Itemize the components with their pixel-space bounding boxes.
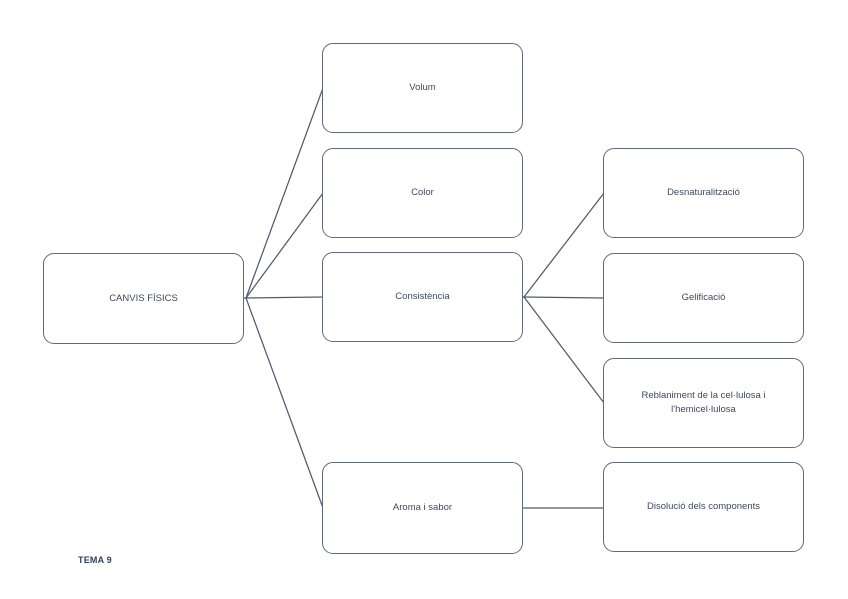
node-color: Color [322,148,523,238]
node-reblaniment: Reblaniment de la cel·lulosa i l'hemicel… [603,358,804,448]
node-gelificacio-label: Gelificació [681,292,726,304]
node-aroma-i-sabor: Aroma i sabor [322,462,523,554]
node-desnaturalitzacio: Desnaturalització [603,148,804,238]
node-aroma-i-sabor-label: Aroma i sabor [392,502,453,514]
node-disolucio-label: Disolució dels components [646,501,760,513]
node-volum-label: Volum [409,82,436,94]
node-gelificacio: Gelificació [603,253,804,343]
node-consistencia: Consistència [322,252,523,342]
node-canvis-fisics: CANVIS FÍSICS [43,253,244,344]
node-color-label: Color [411,187,434,199]
node-disolucio: Disolució dels components [603,462,804,552]
footer-label: TEMA 9 [78,555,112,565]
connector-consistencia-reblaniment [523,296,605,404]
node-canvis-fisics-label: CANVIS FÍSICS [109,292,178,304]
connector-consistencia-gelificacio [522,296,605,299]
connector-root-color [245,192,324,299]
node-desnaturalitzacio-label: Desnaturalització [667,187,740,199]
connector-root-consistencia [243,296,324,299]
node-volum: Volum [322,43,523,133]
node-reblaniment-label: Reblaniment de la cel·lulosa i l'hemicel… [641,390,766,415]
node-consistencia-label: Consistència [395,291,450,303]
connector-root-volum [245,87,324,299]
connector-consistencia-desnaturalitzacio [523,192,605,298]
connector-root-aroma [245,297,324,509]
